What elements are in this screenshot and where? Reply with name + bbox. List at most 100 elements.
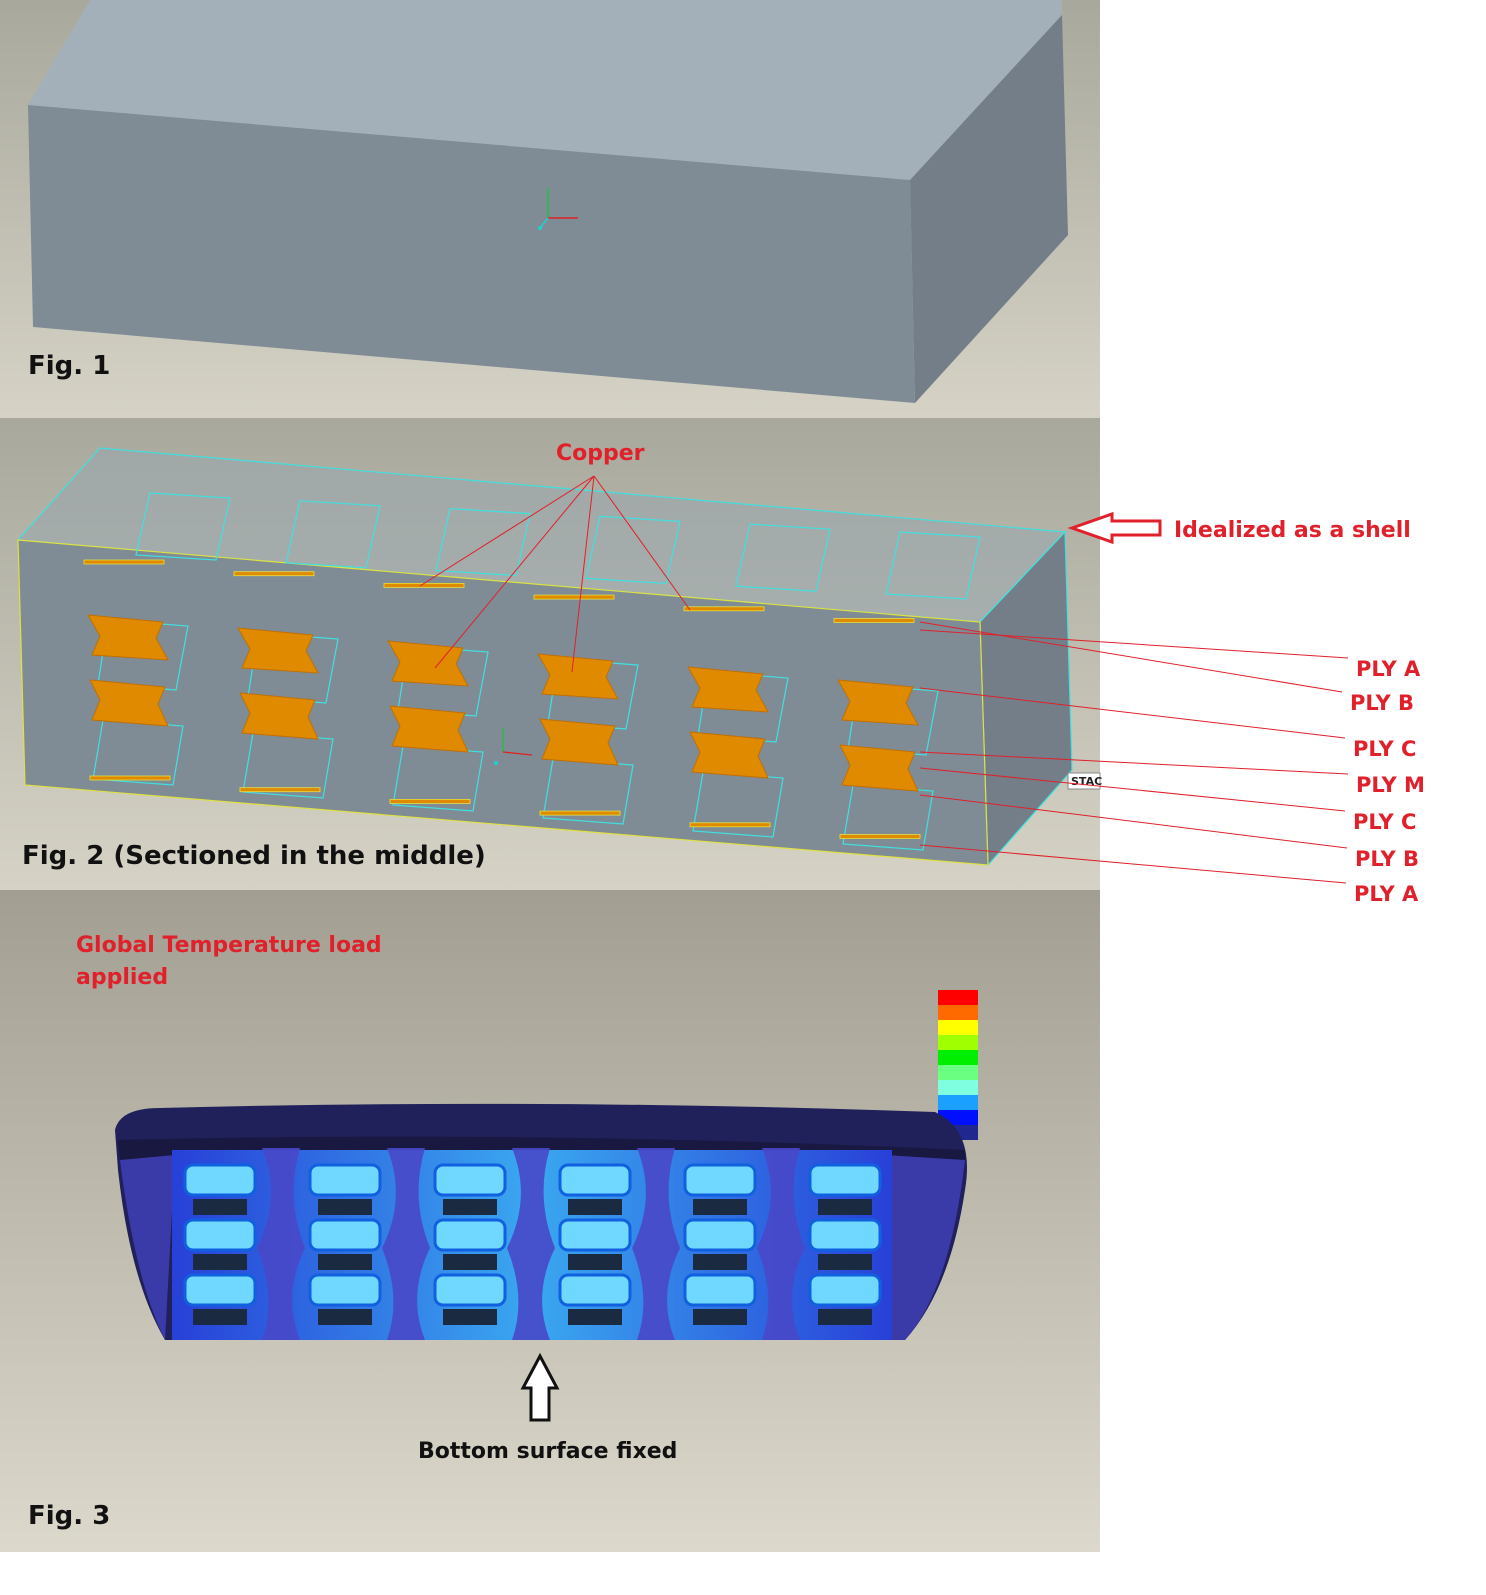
copper-strip-bottom [239, 787, 321, 793]
ply-leader-line [919, 629, 1349, 659]
ply-label: PLY C [1353, 810, 1416, 834]
wire-cell-top [735, 523, 831, 592]
fig1-caption: Fig. 1 [28, 351, 110, 381]
legend-swatch [938, 1020, 978, 1035]
wire-cell-top [435, 507, 531, 577]
fixed-label: Bottom surface fixed [418, 1439, 677, 1464]
deformed-cell [808, 1273, 882, 1307]
copper-strip-bottom [89, 775, 171, 781]
deformed-gap [193, 1254, 247, 1270]
copper-pad-lower [839, 744, 919, 792]
copper-strip-top [83, 559, 165, 565]
deformed-cell [558, 1163, 632, 1197]
deformed-rib [382, 1148, 430, 1340]
deformed-cell [308, 1218, 382, 1252]
copper-pad-lower [689, 731, 769, 779]
deformed-cell [683, 1218, 757, 1252]
fig3-panel: Global Temperature load applied Bottom s… [0, 890, 1100, 1552]
ply-labels: PLY A PLY B PLY C PLY M PLY C PLY B PLY A [919, 621, 1425, 906]
ply-label: PLY A [1356, 657, 1421, 681]
deformed-rib [507, 1148, 555, 1340]
load-label: Global Temperature load [76, 933, 382, 958]
ply-label: PLY C [1353, 737, 1416, 761]
copper-strip-top [833, 618, 915, 623]
deformed-cell [183, 1163, 257, 1197]
deformed-gap [818, 1309, 872, 1325]
deformed-cell [808, 1218, 882, 1252]
shell-arrow-icon [1067, 511, 1162, 545]
deformed-gap [193, 1199, 247, 1215]
copper-strip-bottom [839, 834, 921, 839]
ply-leader-line [919, 687, 1346, 739]
ply-leader-line [919, 767, 1346, 812]
deformed-cell [558, 1273, 632, 1307]
deformed-gap [318, 1309, 372, 1325]
deformed-side-right [885, 1155, 965, 1340]
fig3-caption: Fig. 3 [28, 1501, 110, 1531]
deformed-gap [318, 1254, 372, 1270]
deformed-gap [568, 1254, 622, 1270]
copper-pad-upper [387, 640, 469, 687]
axes-icon-2 [494, 728, 533, 765]
deformed-cell [183, 1218, 257, 1252]
copper-pad-upper [87, 614, 169, 661]
coordinate-axes-icon [538, 188, 578, 230]
copper-pad-lower [539, 718, 619, 766]
copper-pad-lower [89, 679, 169, 727]
deformed-gap [443, 1254, 497, 1270]
legend-swatch [938, 1065, 978, 1080]
shell-front-section [17, 539, 989, 866]
legend-swatch [938, 1080, 978, 1095]
wire-cell-top [585, 515, 681, 585]
ply-label: PLY B [1350, 691, 1414, 715]
deformed-cell [433, 1273, 507, 1307]
ply-label: PLY A [1354, 882, 1419, 906]
deformed-rib [257, 1148, 305, 1340]
deformed-cell [683, 1163, 757, 1197]
copper-pad-upper [837, 679, 919, 726]
copper-pad-lower [389, 705, 469, 753]
copper-callout [419, 475, 691, 673]
ply-leader-line [919, 844, 1347, 884]
deformed-cell [183, 1273, 257, 1307]
deformed-gap [443, 1309, 497, 1325]
copper-strip-bottom [689, 822, 771, 828]
legend-swatch [938, 1005, 978, 1020]
deformed-gap [193, 1309, 247, 1325]
box-top-face [28, 0, 1062, 180]
ply-leader-line [919, 621, 1343, 693]
fig2-panel: STAC Fig. 2 (Sectioned in the middle) [0, 418, 1102, 890]
shell-label: Idealized as a shell [1174, 518, 1411, 543]
legend-swatch [938, 1050, 978, 1065]
deformed-gap [818, 1199, 872, 1215]
ply-leader-line [919, 794, 1348, 849]
deformed-cell [308, 1163, 382, 1197]
fig2-caption: Fig. 2 (Sectioned in the middle) [22, 841, 486, 871]
ply-leader-line [919, 751, 1349, 775]
copper-strip-top [233, 571, 315, 577]
deformed-gap [693, 1254, 747, 1270]
copper-pad-upper [537, 653, 619, 700]
copper-strip-bottom [539, 810, 621, 816]
fixed-arrow-icon [520, 1352, 560, 1422]
deformed-gap [693, 1309, 747, 1325]
ply-label: PLY B [1355, 847, 1419, 871]
load-label-2: applied [76, 965, 168, 990]
copper-strip-top [683, 606, 765, 612]
deformed-gap [568, 1199, 622, 1215]
box-right-face [910, 15, 1068, 403]
ply-label: PLY M [1356, 773, 1425, 797]
copper-pad-upper [687, 666, 769, 713]
deformed-cell [308, 1273, 382, 1307]
wire-cell-top [285, 500, 381, 569]
legend-swatch [938, 1035, 978, 1050]
legend-swatch [938, 990, 978, 1005]
copper-strip-top [533, 594, 615, 600]
deformed-gap [318, 1199, 372, 1215]
box-front-face [28, 105, 915, 403]
deformed-rib [757, 1148, 805, 1340]
deformed-cell [433, 1163, 507, 1197]
deformed-cell [558, 1218, 632, 1252]
copper-strip-bottom [389, 799, 471, 804]
